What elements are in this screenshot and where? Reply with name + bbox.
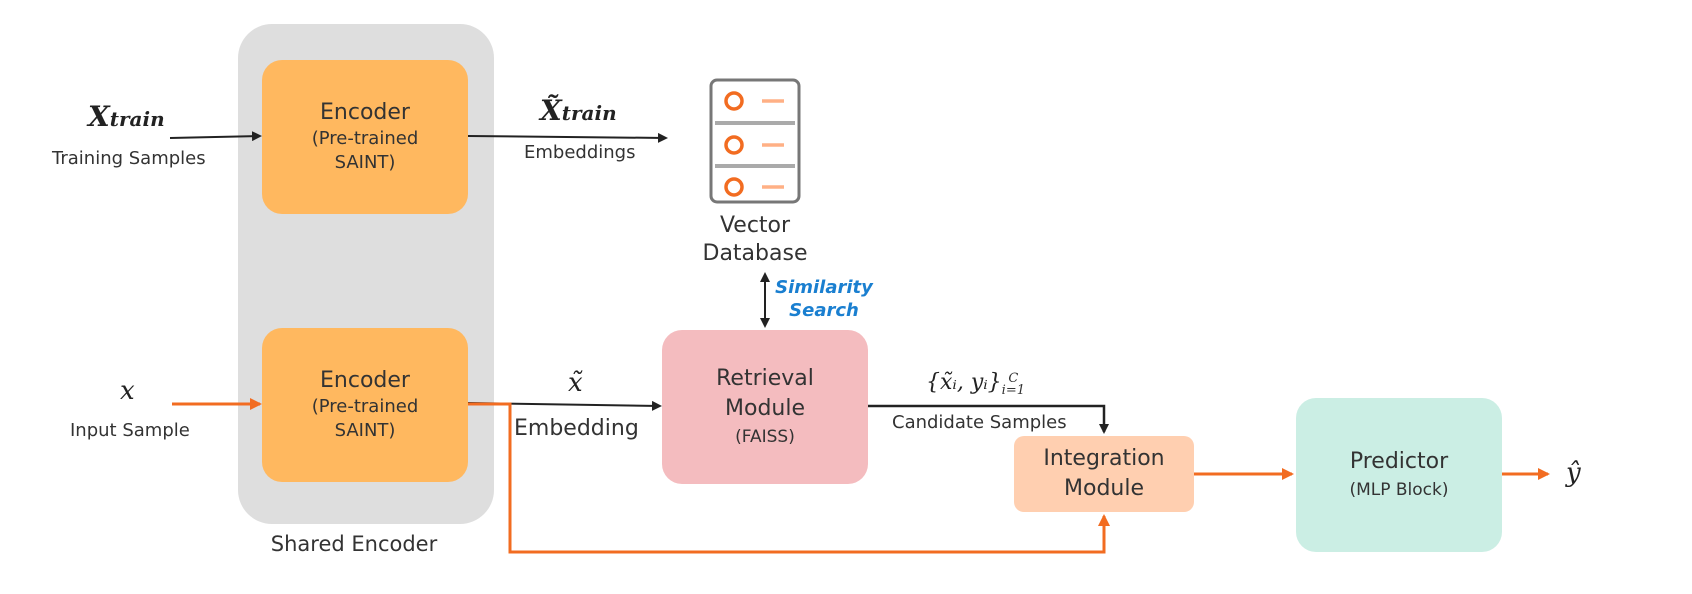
- xtrain-embed-symbol: X̃train: [540, 94, 617, 127]
- integration-line1: Integration: [1043, 446, 1165, 471]
- vector-db-line1: Vector: [719, 213, 791, 238]
- encoder-top-title: Encoder: [320, 100, 410, 125]
- encoder-bottom-sub2: SAINT): [334, 420, 396, 441]
- encoder-bottom-sub1: (Pre-trained: [311, 396, 419, 417]
- arrow-encoder-to-integration: [468, 402, 1110, 554]
- retrieval-sub: (FAISS): [735, 427, 795, 447]
- encoder-top-sub1: (Pre-trained: [311, 128, 419, 149]
- similarity-search-label: Similarity Search: [772, 276, 876, 322]
- encoder-top: Encoder (Pre-trained SAINT): [262, 60, 468, 214]
- candidates-caption: Candidate Samples: [892, 412, 1067, 433]
- xtrain-embed-caption: Embeddings: [524, 142, 636, 163]
- retrieval-module: Retrieval Module (FAISS): [662, 330, 868, 484]
- similarity-line1: Similarity: [775, 277, 873, 298]
- encoder-bottom-title: Encoder: [320, 368, 410, 393]
- input-embed-symbol: x̃: [568, 368, 583, 398]
- retrieval-title1: Retrieval: [716, 366, 814, 391]
- xtrain-caption: Training Samples: [52, 148, 206, 169]
- vector-db-line2: Database: [702, 241, 808, 266]
- predictor-title: Predictor: [1349, 449, 1449, 474]
- predictor-sub: (MLP Block): [1349, 480, 1449, 500]
- integration-line2: Module: [1064, 476, 1144, 501]
- output-symbol: ŷ: [1566, 458, 1581, 488]
- integration-module: Integration Module: [1014, 436, 1194, 512]
- shared-encoder-label: Shared Encoder: [270, 532, 438, 556]
- input-caption: Input Sample: [70, 420, 190, 441]
- input-symbol: x: [120, 376, 135, 406]
- encoder-bottom: Encoder (Pre-trained SAINT): [262, 328, 468, 482]
- predictor-module: Predictor (MLP Block): [1296, 398, 1502, 552]
- retrieval-title2: Module: [725, 396, 805, 421]
- arrow-retrieval-to-integration: [868, 404, 1109, 434]
- arrow-encoder-to-db: [467, 132, 668, 143]
- vector-db-label: Vector Database: [696, 212, 814, 268]
- xtrain-symbol: Xtrain: [88, 100, 165, 133]
- database-icon: [709, 78, 801, 204]
- similarity-line2: Search: [789, 300, 859, 321]
- encoder-top-sub2: SAINT): [334, 152, 396, 173]
- input-embed-caption: Embedding: [514, 416, 639, 441]
- arrow-xtrain-to-encoder: [169, 131, 262, 142]
